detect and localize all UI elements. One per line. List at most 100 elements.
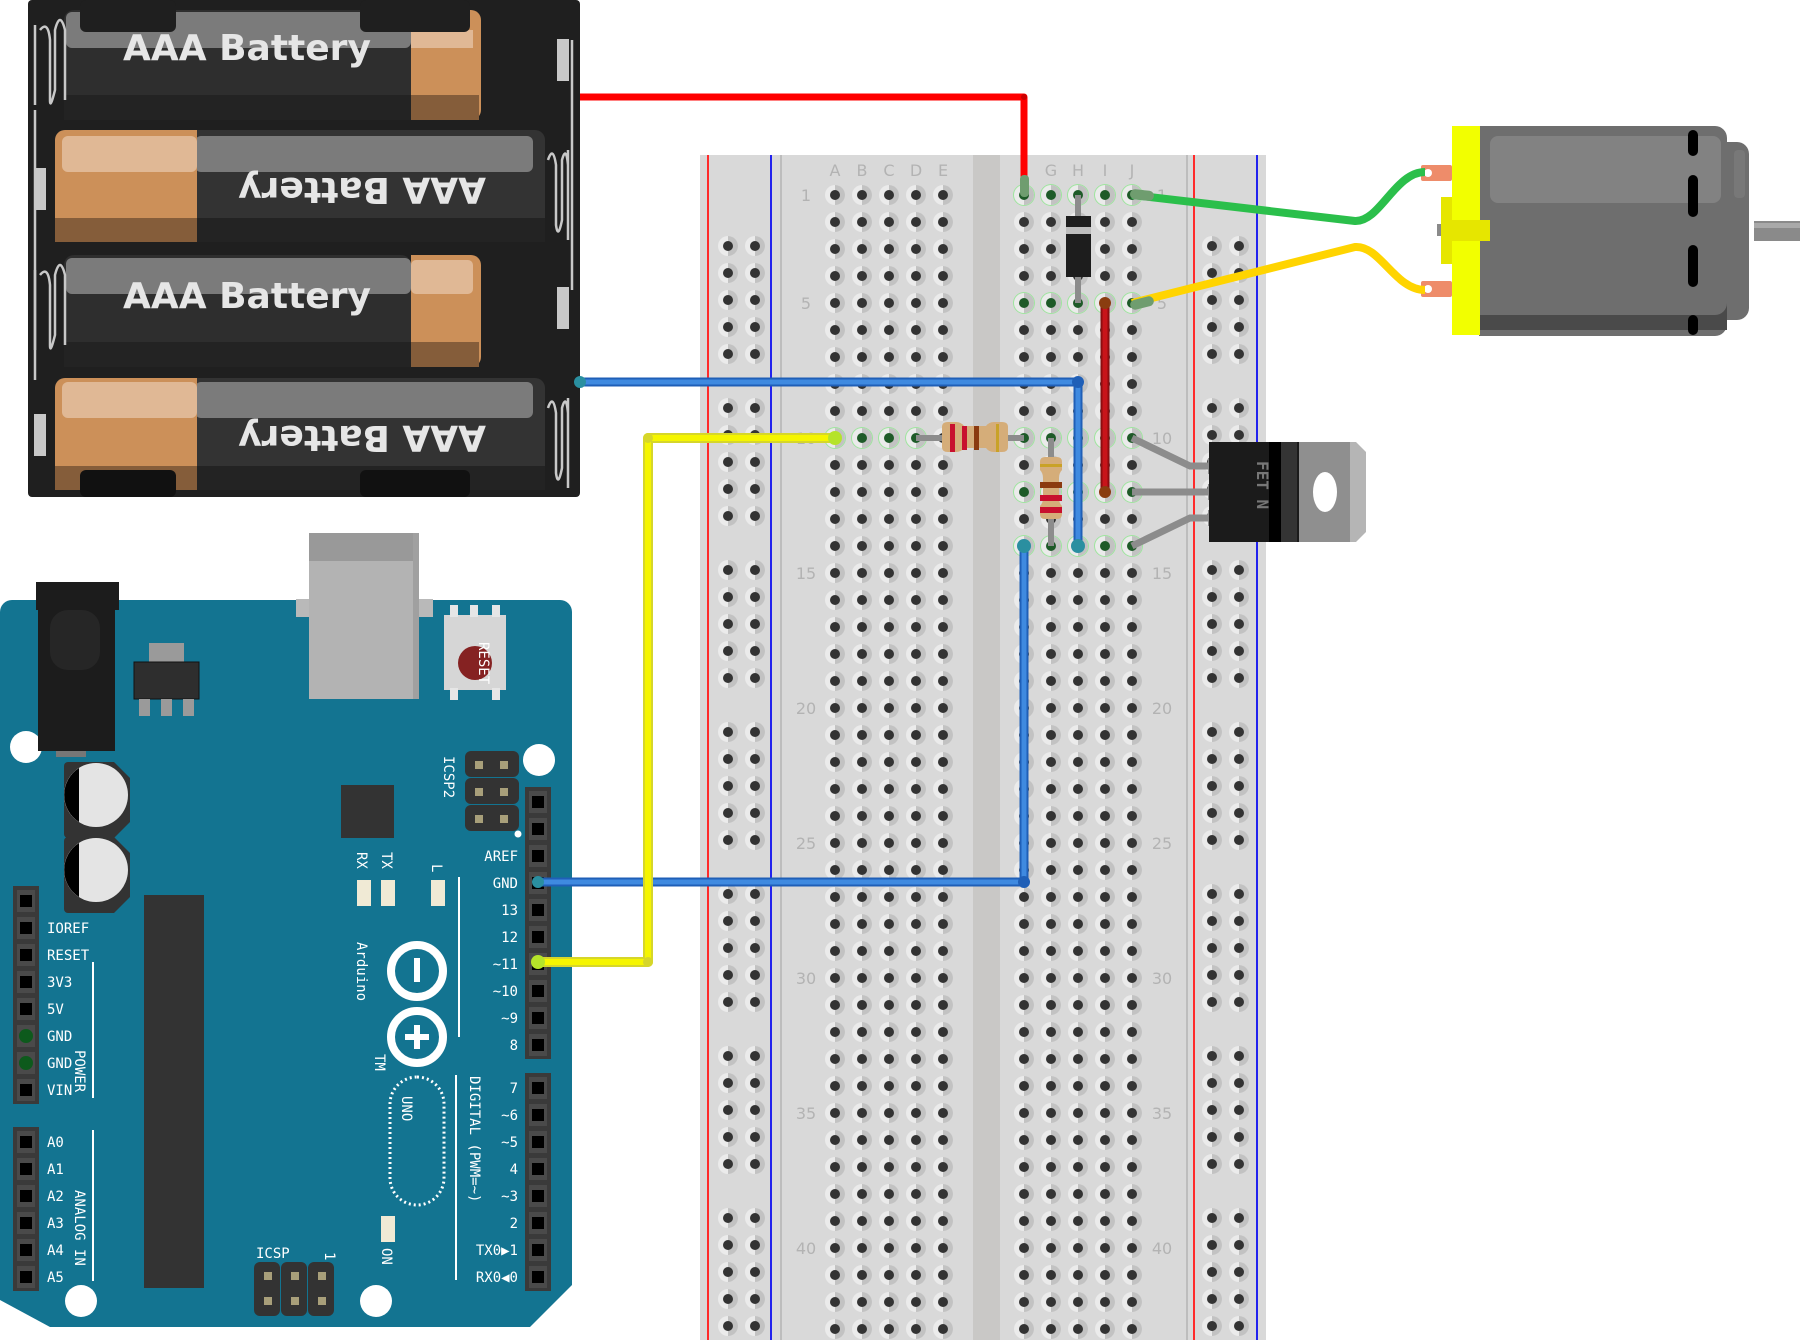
breadboard-hole[interactable] [884, 1189, 894, 1199]
breadboard-hole[interactable] [1046, 1189, 1056, 1199]
breadboard-hole[interactable] [723, 781, 733, 791]
breadboard-hole[interactable] [884, 460, 894, 470]
header-pin[interactable] [532, 1082, 544, 1094]
reset-button[interactable] [444, 605, 506, 700]
breadboard-hole[interactable] [723, 619, 733, 629]
breadboard-hole[interactable] [723, 1240, 733, 1250]
breadboard-hole[interactable] [938, 1162, 948, 1172]
breadboard-hole[interactable] [1019, 946, 1029, 956]
breadboard-hole[interactable] [1207, 835, 1217, 845]
breadboard-hole[interactable] [884, 622, 894, 632]
breadboard-hole[interactable] [1100, 784, 1110, 794]
header-pin[interactable] [532, 1109, 544, 1121]
breadboard-hole[interactable] [857, 487, 867, 497]
breadboard-hole[interactable] [1019, 1270, 1029, 1280]
breadboard-hole[interactable] [884, 433, 894, 443]
header-pin[interactable] [20, 1003, 32, 1015]
breadboard-hole[interactable] [911, 919, 921, 929]
breadboard-hole[interactable] [1234, 1051, 1244, 1061]
breadboard-hole[interactable] [723, 943, 733, 953]
breadboard-hole[interactable] [884, 244, 894, 254]
breadboard-hole[interactable] [1127, 676, 1137, 686]
breadboard-hole[interactable] [1207, 295, 1217, 305]
breadboard-hole[interactable] [1019, 460, 1029, 470]
breadboard-hole[interactable] [1046, 271, 1056, 281]
breadboard-hole[interactable] [1207, 943, 1217, 953]
breadboard-hole[interactable] [1100, 217, 1110, 227]
breadboard-hole[interactable] [911, 946, 921, 956]
breadboard-hole[interactable] [857, 784, 867, 794]
breadboard-hole[interactable] [911, 1135, 921, 1145]
breadboard-hole[interactable] [1019, 298, 1029, 308]
breadboard-hole[interactable] [857, 1243, 867, 1253]
breadboard-hole[interactable] [1127, 1027, 1137, 1037]
breadboard-hole[interactable] [911, 865, 921, 875]
breadboard-hole[interactable] [1100, 973, 1110, 983]
breadboard-hole[interactable] [1073, 568, 1083, 578]
breadboard-hole[interactable] [1127, 325, 1137, 335]
breadboard-hole[interactable] [830, 1000, 840, 1010]
breadboard-hole[interactable] [830, 1189, 840, 1199]
breadboard-hole[interactable] [830, 271, 840, 281]
breadboard-hole[interactable] [1046, 568, 1056, 578]
breadboard-hole[interactable] [938, 1054, 948, 1064]
breadboard-hole[interactable] [750, 1321, 760, 1331]
breadboard-hole[interactable] [1127, 244, 1137, 254]
breadboard-hole[interactable] [1046, 1054, 1056, 1064]
breadboard-hole[interactable] [723, 1321, 733, 1331]
breadboard-hole[interactable] [1019, 1216, 1029, 1226]
breadboard-hole[interactable] [938, 487, 948, 497]
breadboard-hole[interactable] [857, 730, 867, 740]
breadboard-hole[interactable] [857, 514, 867, 524]
breadboard-hole[interactable] [911, 460, 921, 470]
breadboard-hole[interactable] [1207, 673, 1217, 683]
breadboard-hole[interactable] [723, 727, 733, 737]
breadboard-hole[interactable] [911, 298, 921, 308]
breadboard-hole[interactable] [938, 730, 948, 740]
breadboard-hole[interactable] [1046, 1000, 1056, 1010]
breadboard-hole[interactable] [857, 865, 867, 875]
breadboard-hole[interactable] [1019, 892, 1029, 902]
breadboard-hole[interactable] [1100, 730, 1110, 740]
breadboard-hole[interactable] [884, 1297, 894, 1307]
breadboard-hole[interactable] [723, 484, 733, 494]
breadboard-hole[interactable] [723, 1213, 733, 1223]
breadboard-hole[interactable] [884, 514, 894, 524]
breadboard-hole[interactable] [1127, 1162, 1137, 1172]
breadboard-hole[interactable] [1100, 271, 1110, 281]
breadboard-hole[interactable] [1127, 1000, 1137, 1010]
breadboard-hole[interactable] [938, 514, 948, 524]
header-pin[interactable] [20, 922, 32, 934]
breadboard-hole[interactable] [857, 568, 867, 578]
breadboard-hole[interactable] [1207, 646, 1217, 656]
breadboard-hole[interactable] [884, 541, 894, 551]
header-pin[interactable] [532, 1136, 544, 1148]
breadboard-hole[interactable] [911, 649, 921, 659]
breadboard-hole[interactable] [857, 541, 867, 551]
breadboard-hole[interactable] [1127, 1243, 1137, 1253]
breadboard-hole[interactable] [857, 649, 867, 659]
breadboard-hole[interactable] [1100, 1243, 1110, 1253]
breadboard-hole[interactable] [1207, 970, 1217, 980]
breadboard-hole[interactable] [1073, 1081, 1083, 1091]
header-pin[interactable] [532, 1163, 544, 1175]
breadboard-hole[interactable] [750, 646, 760, 656]
breadboard-hole[interactable] [884, 1162, 894, 1172]
breadboard-hole[interactable] [911, 1270, 921, 1280]
breadboard-hole[interactable] [911, 487, 921, 497]
breadboard-hole[interactable] [1207, 403, 1217, 413]
breadboard-hole[interactable] [884, 838, 894, 848]
breadboard-hole[interactable] [1234, 943, 1244, 953]
breadboard-hole[interactable] [938, 1243, 948, 1253]
breadboard-hole[interactable] [1046, 1216, 1056, 1226]
breadboard-hole[interactable] [938, 973, 948, 983]
breadboard-hole[interactable] [884, 1135, 894, 1145]
breadboard-hole[interactable] [938, 244, 948, 254]
breadboard-hole[interactable] [830, 568, 840, 578]
wire-motor-lead-b[interactable] [1131, 243, 1426, 307]
breadboard-hole[interactable] [830, 325, 840, 335]
breadboard-hole[interactable] [884, 217, 894, 227]
breadboard-hole[interactable] [830, 217, 840, 227]
breadboard-hole[interactable] [938, 1000, 948, 1010]
breadboard-hole[interactable] [938, 1027, 948, 1037]
